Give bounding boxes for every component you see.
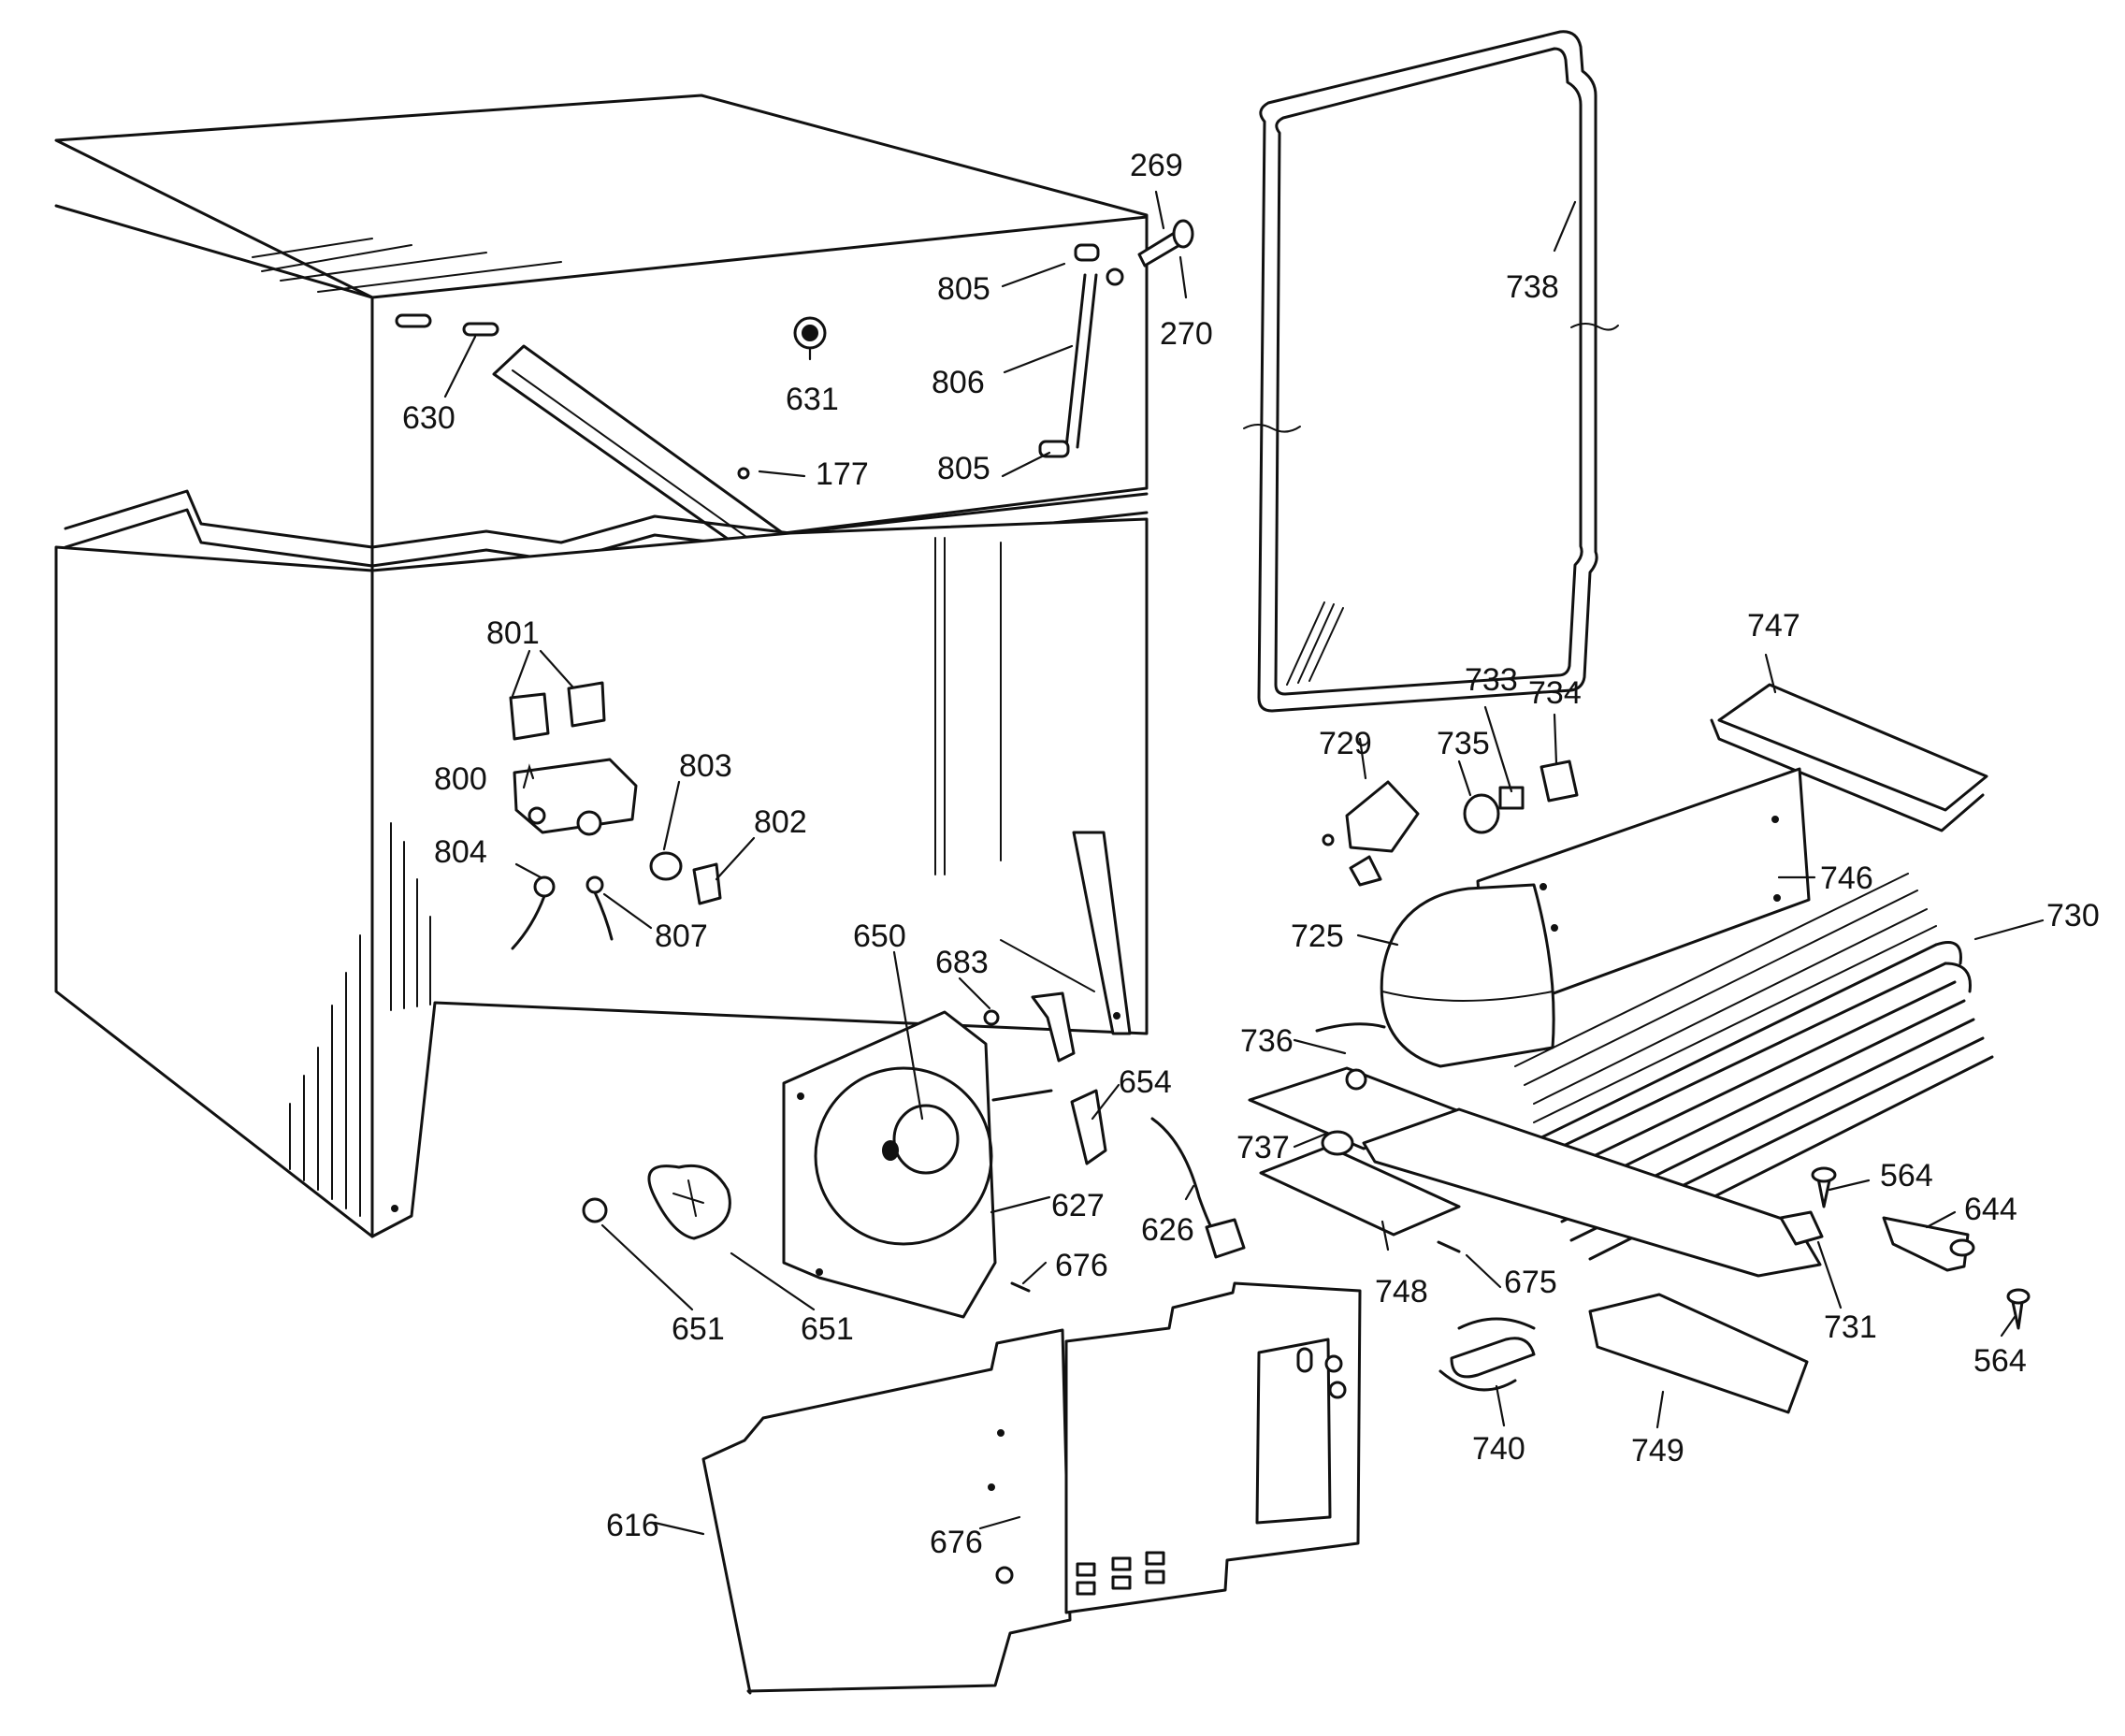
cabinet-top [54, 94, 1149, 577]
part-label-735: 735 [1437, 726, 1490, 761]
part-label-804: 804 [434, 834, 487, 870]
part-label-748: 748 [1375, 1274, 1428, 1309]
part-label-616: 616 [606, 1508, 659, 1543]
part-label-729: 729 [1319, 726, 1372, 761]
part-label-270: 270 [1160, 316, 1213, 352]
part-label-650: 650 [853, 919, 906, 954]
part-labels: 269 270 805 805 806 631 630 177 738 747 … [402, 148, 2100, 1560]
back-cover-616 [701, 1281, 1362, 1695]
condenser-coil-730 [1514, 873, 1994, 1261]
part-label-731: 731 [1824, 1309, 1877, 1345]
capacitor-802 [692, 862, 722, 905]
screw-675 [1437, 1240, 1461, 1253]
part-label-269: 269 [1130, 148, 1183, 183]
part-label-564-lower: 564 [1973, 1343, 2027, 1379]
wires-804-807 [511, 875, 614, 950]
part-label-675: 675 [1504, 1265, 1557, 1300]
part-label-651-right: 651 [801, 1311, 854, 1347]
part-label-630: 630 [402, 400, 455, 436]
part-label-801: 801 [486, 615, 540, 651]
part-label-734: 734 [1528, 675, 1582, 711]
part-label-730: 730 [2046, 898, 2100, 933]
compressor-725 [1315, 883, 1555, 1068]
clip-644 [1882, 1216, 1975, 1272]
part-label-746: 746 [1820, 861, 1873, 896]
part-label-676-lower: 676 [930, 1525, 983, 1560]
part-label-807: 807 [655, 919, 708, 954]
part-label-564-upper: 564 [1880, 1158, 1933, 1194]
part-label-627: 627 [1051, 1188, 1105, 1223]
drain-plug-631 [793, 316, 827, 350]
terminals-801 [509, 681, 606, 741]
part-label-736: 736 [1240, 1023, 1294, 1059]
part-label-683: 683 [935, 945, 989, 980]
wire-harness-740 [1438, 1317, 1536, 1392]
part-label-626: 626 [1141, 1212, 1194, 1248]
part-label-651-left: 651 [672, 1311, 725, 1347]
base-pan-748 [1248, 1066, 1822, 1278]
part-label-740: 740 [1472, 1431, 1525, 1467]
part-label-733: 733 [1465, 662, 1518, 698]
part-label-177: 177 [816, 456, 869, 492]
cabinet-body [54, 517, 1149, 1238]
part-label-749: 749 [1631, 1433, 1684, 1468]
part-label-644: 644 [1964, 1192, 2017, 1227]
fan-blade-651 [582, 1164, 731, 1240]
bracket-747 [1710, 683, 1988, 832]
bracket-731 [1779, 1210, 1824, 1246]
part-label-805-bottom: 805 [937, 451, 990, 486]
part-label-802: 802 [754, 804, 807, 840]
relay-800 [513, 758, 638, 836]
part-label-738: 738 [1506, 269, 1559, 305]
thermostat-parts [1321, 760, 1579, 1156]
screws-564 [1811, 1166, 2031, 1330]
overload-803 [649, 851, 683, 881]
part-label-805-top: 805 [937, 271, 990, 307]
power-cord-626 [1150, 1117, 1246, 1259]
screw-177 [737, 467, 750, 480]
part-label-806: 806 [932, 365, 985, 400]
part-label-737: 737 [1236, 1130, 1290, 1165]
part-label-800: 800 [434, 761, 487, 797]
drain-tube-806 [1038, 243, 1100, 458]
fan-bracket-627 [782, 1010, 997, 1319]
part-label-676-upper: 676 [1055, 1248, 1108, 1283]
part-label-654: 654 [1119, 1064, 1172, 1100]
door-gasket-738 [1243, 30, 1619, 713]
hinge-pin-269 [1106, 219, 1194, 286]
cover-749 [1588, 1293, 1809, 1414]
part-label-631: 631 [786, 382, 839, 417]
part-label-747: 747 [1747, 608, 1800, 644]
part-label-803: 803 [679, 748, 732, 784]
part-label-725: 725 [1291, 919, 1344, 954]
brackets-654 [983, 991, 1107, 1165]
leader-lines [443, 190, 2045, 1536]
